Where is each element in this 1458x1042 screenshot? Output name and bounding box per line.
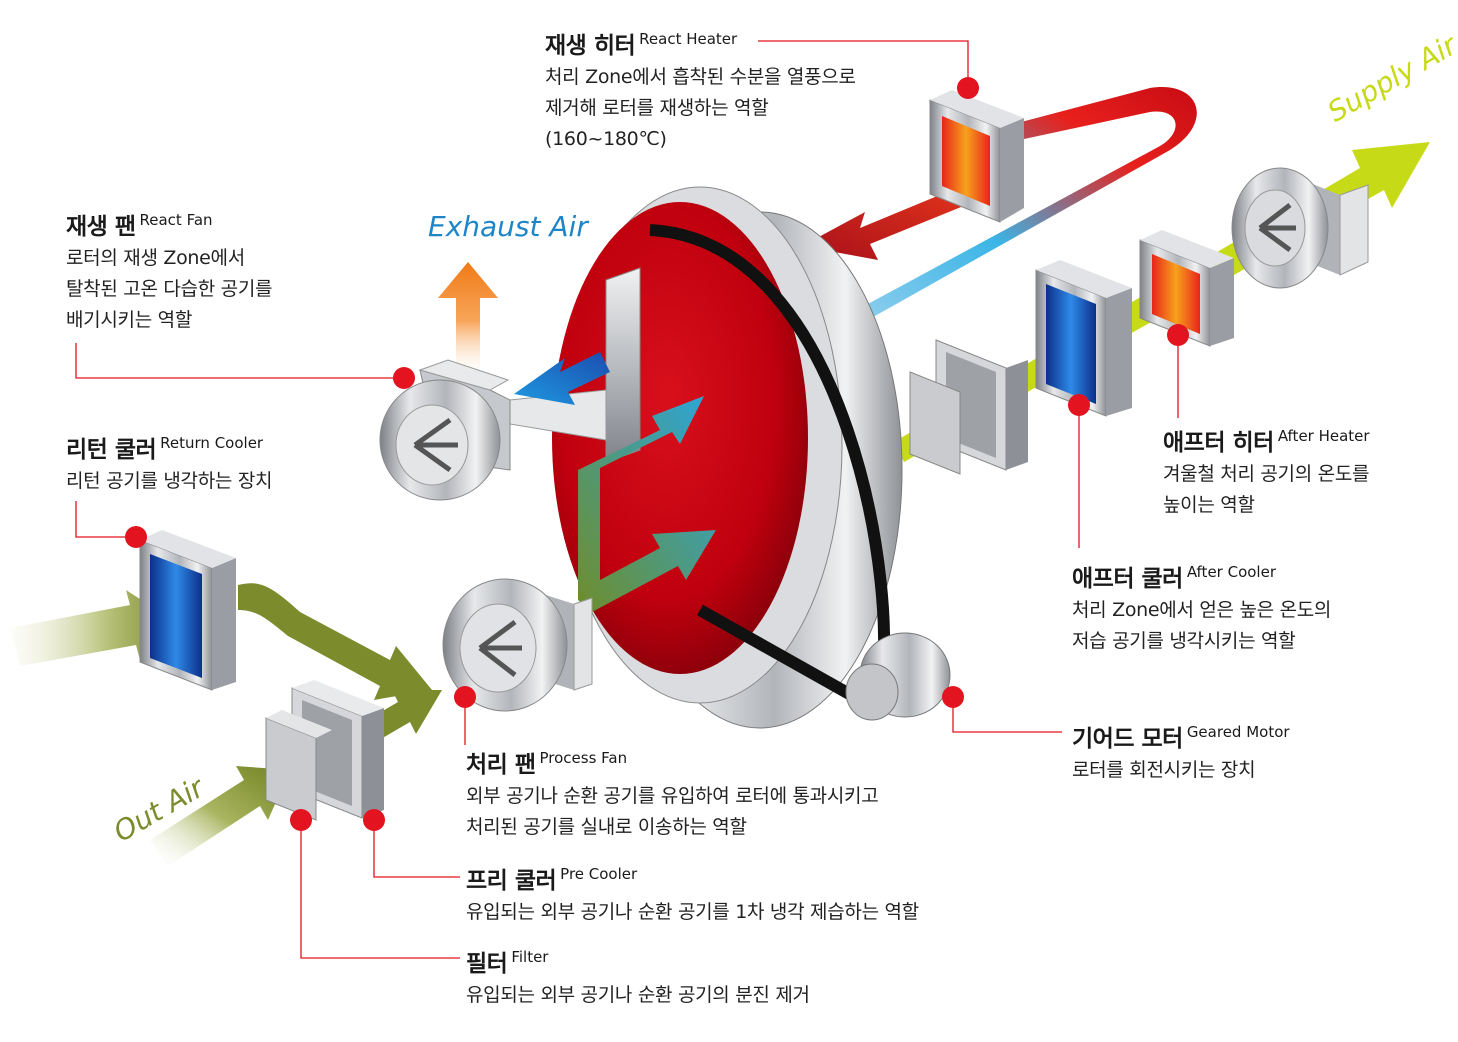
filter-desc-1: 유입되는 외부 공기나 순환 공기의 분진 제거 bbox=[466, 984, 810, 1006]
leader-filter bbox=[300, 820, 460, 959]
leader-pre-cooler bbox=[373, 820, 460, 878]
react-fan-desc-1: 로터의 재생 Zone에서 bbox=[66, 247, 245, 269]
process-fan-desc-1: 외부 공기나 순환 공기를 유입하여 로터에 통과시키고 bbox=[466, 785, 879, 807]
after-cooler-title: 애프터 쿨러 bbox=[1072, 566, 1183, 592]
process-fan-title-en: Process Fan bbox=[539, 749, 628, 768]
after-cooler-title-en: After Cooler bbox=[1186, 563, 1276, 582]
pre-cooler-title-en: Pre Cooler bbox=[560, 865, 638, 884]
react-heater-desc-1: 처리 Zone에서 흡착된 수분을 열풍으로 bbox=[545, 66, 856, 88]
leader-lines bbox=[75, 40, 1179, 959]
geared-motor-desc-1: 로터를 회전시키는 장치 bbox=[1072, 759, 1256, 781]
exhaust-air-label: Exhaust Air bbox=[428, 210, 588, 243]
react-fan-title-en: React Fan bbox=[139, 211, 213, 230]
react-fan-desc-3: 배기시키는 역할 bbox=[66, 309, 193, 331]
after-heater-desc-2: 높이는 역할 bbox=[1163, 494, 1255, 516]
out-air-arrow bbox=[150, 766, 290, 866]
dot-return-cooler bbox=[125, 526, 147, 548]
pre-cooler-title: 프리 쿨러 bbox=[466, 868, 557, 894]
react-heater-title: 재생 히터 bbox=[545, 33, 636, 59]
dot-react-fan bbox=[393, 367, 415, 389]
return-to-fan-arrow bbox=[238, 583, 432, 700]
geared-motor bbox=[845, 632, 951, 721]
process-fan-title: 처리 팬 bbox=[466, 752, 536, 778]
process-fan bbox=[442, 578, 593, 712]
react-heater-desc-2: 제거해 로터를 재생하는 역할 bbox=[545, 97, 769, 119]
react-fan-desc-2: 탈착된 고온 다습한 공기를 bbox=[66, 278, 273, 300]
after-heater bbox=[1139, 230, 1234, 347]
leader-react-fan bbox=[75, 343, 404, 379]
leader-react-heater bbox=[758, 40, 969, 88]
leader-geared-motor bbox=[952, 697, 1062, 733]
return-cooler-title-en: Return Cooler bbox=[160, 434, 264, 453]
dot-after-heater bbox=[1167, 324, 1189, 346]
filter-unit bbox=[265, 710, 332, 821]
after-cooler bbox=[1035, 260, 1132, 417]
filter-title: 필터 bbox=[466, 951, 508, 977]
process-fan-desc-2: 처리된 공기를 실내로 이송하는 역할 bbox=[466, 816, 747, 838]
react-fan bbox=[379, 359, 511, 501]
dot-pre-cooler bbox=[363, 809, 385, 831]
return-cooler-title: 리턴 쿨러 bbox=[66, 437, 157, 463]
supply-fan bbox=[1231, 167, 1369, 289]
after-cooler-desc-2: 저습 공기를 냉각시키는 역할 bbox=[1072, 630, 1296, 652]
after-heater-title: 애프터 히터 bbox=[1163, 430, 1274, 456]
return-air-arrow bbox=[10, 590, 172, 666]
process-air-arrow bbox=[578, 396, 716, 612]
after-cooler-desc-1: 처리 Zone에서 얻은 높은 온도의 bbox=[1072, 599, 1332, 621]
geared-motor-title-en: Geared Motor bbox=[1186, 723, 1290, 742]
dot-process-fan bbox=[454, 686, 476, 708]
dot-after-cooler bbox=[1068, 394, 1090, 416]
leader-return-cooler bbox=[75, 501, 136, 538]
react-fan-title: 재생 팬 bbox=[66, 214, 136, 240]
dot-geared-motor bbox=[942, 686, 964, 708]
dot-react-heater bbox=[957, 77, 979, 99]
return-cooler-desc-1: 리턴 공기를 냉각하는 장치 bbox=[66, 470, 273, 492]
react-heater-title-en: React Heater bbox=[639, 30, 738, 49]
react-heater bbox=[929, 90, 1024, 223]
filter-title-en: Filter bbox=[511, 948, 549, 967]
dot-filter bbox=[290, 809, 312, 831]
process-filter-block bbox=[909, 339, 1028, 475]
pre-cooler-desc-1: 유입되는 외부 공기나 순환 공기를 1차 냉각 제습하는 역할 bbox=[466, 901, 919, 923]
react-heater-desc-3: (160~180℃) bbox=[545, 128, 667, 150]
exhaust-up-arrow bbox=[438, 262, 498, 380]
marker-dots bbox=[125, 77, 1189, 831]
after-heater-title-en: After Heater bbox=[1277, 427, 1370, 446]
after-heater-desc-1: 겨울철 처리 공기의 온도를 bbox=[1163, 463, 1370, 485]
geared-motor-title: 기어드 모터 bbox=[1072, 726, 1183, 752]
return-cooler bbox=[139, 530, 236, 691]
exhaust-arrow bbox=[514, 352, 610, 405]
